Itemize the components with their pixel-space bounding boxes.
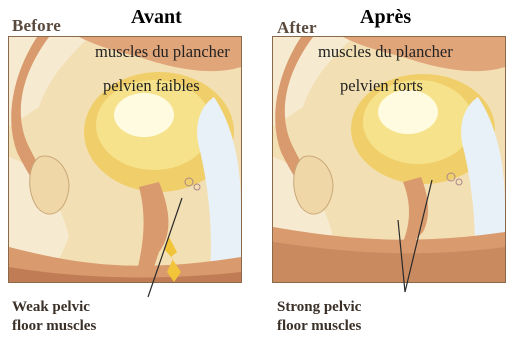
before-title-fr: Avant [131,6,182,29]
after-caption: Strong pelvic floor muscles [277,298,361,336]
before-caption-line-1: Weak pelvic [12,298,96,317]
before-caption: Weak pelvic floor muscles [12,298,96,336]
before-caption-line-2: floor muscles [12,317,96,336]
after-caption-line-2: floor muscles [277,317,361,336]
after-description-line-1: muscles du plancher [318,42,453,62]
before-label: Before [12,16,61,36]
after-anatomy-illustration [272,36,506,283]
after-description-line-2: pelvien forts [340,76,423,96]
before-anatomy-illustration [8,36,242,283]
after-caption-line-1: Strong pelvic [277,298,361,317]
after-label: After [277,18,317,38]
before-description-line-2: pelvien faibles [103,76,200,96]
before-description-line-1: muscles du plancher [95,42,230,62]
after-title-fr: Après [360,6,411,29]
